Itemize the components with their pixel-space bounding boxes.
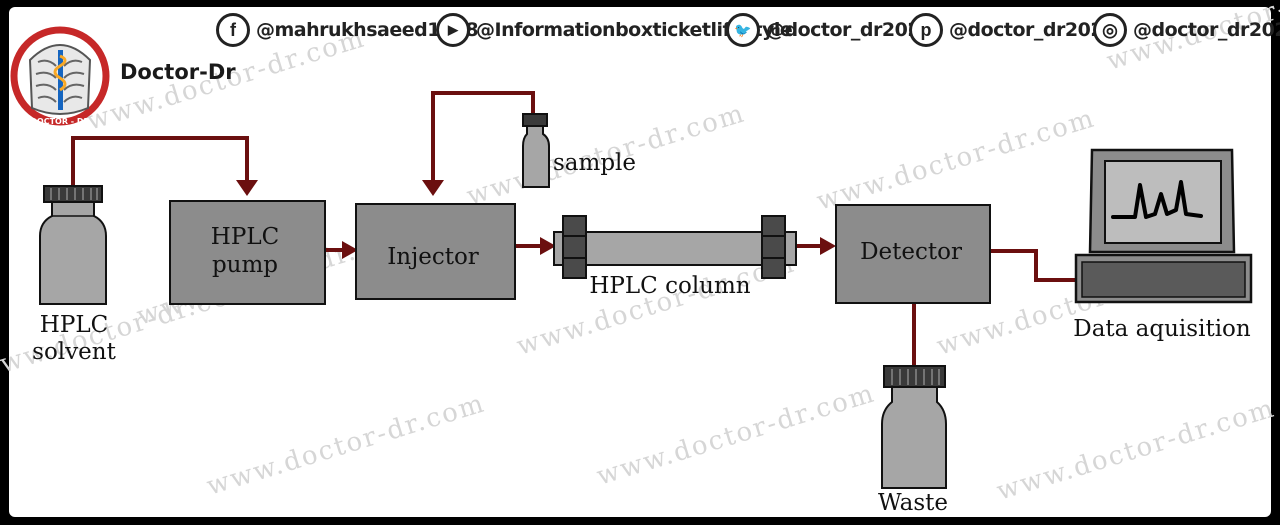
facebook-icon: f (216, 13, 250, 47)
arrowhead (342, 241, 358, 259)
youtube-handle: @Informationboxticketlifestyle (476, 19, 793, 41)
pinterest-handle: @doctor_dr2021 (949, 19, 1116, 41)
detector-label: Detector (860, 239, 962, 265)
social-youtube[interactable]: ▶ @Informationboxticketlifestyle (436, 10, 793, 50)
arrowhead (422, 180, 444, 196)
brand-logo: DOCTOR - DR (10, 26, 110, 126)
waste-label: Waste (878, 490, 948, 516)
facebook-handle: @mahrukhsaeed1998 (256, 19, 479, 41)
sample-vial (522, 113, 550, 188)
detector-to-computer-line (990, 249, 1076, 282)
injector-label: Injector (387, 244, 479, 270)
arrowhead (236, 180, 258, 196)
solvent-bottle (39, 185, 107, 305)
column-label: HPLC column (589, 273, 750, 299)
pump-label-line1: HPLC (211, 224, 279, 250)
instagram-icon: ◎ (1093, 13, 1127, 47)
pinterest-icon: p (909, 13, 943, 47)
twitter-icon: 🐦 (726, 13, 760, 47)
logo-ring-text: DOCTOR - DR (30, 117, 89, 126)
brand-name: Doctor-Dr (120, 60, 236, 84)
youtube-icon: ▶ (436, 13, 470, 47)
social-facebook[interactable]: f @mahrukhsaeed1998 (216, 10, 479, 50)
instagram-handle: @doctor_dr2021 (1133, 19, 1280, 41)
tubing (71, 91, 1076, 366)
detector-box (835, 204, 991, 304)
social-pinterest[interactable]: p @doctor_dr2021 (909, 10, 1116, 50)
hplc-column (553, 215, 797, 279)
arrowhead (820, 237, 836, 255)
sample-label: sample (553, 150, 636, 176)
sample-to-injector-line (431, 91, 535, 182)
injector-box (355, 203, 516, 300)
social-instagram[interactable]: ◎ @doctor_dr2021 (1093, 10, 1280, 50)
arrowhead (540, 237, 556, 255)
waste-bottle (881, 365, 947, 489)
social-twitter[interactable]: 🐦 @doctor_dr2021 (726, 10, 933, 50)
hplc-pump-box (169, 200, 326, 305)
solvent-label-line2: solvent (32, 339, 116, 365)
data-acquisition-label: Data aquisition (1073, 316, 1251, 342)
pump-label-line2: pump (212, 252, 278, 278)
solvent-label-line1: HPLC (40, 312, 108, 338)
computer-icon (1074, 148, 1253, 304)
twitter-handle: @doctor_dr2021 (766, 19, 933, 41)
arrowheads (236, 180, 836, 259)
solvent-to-pump-line (71, 136, 249, 188)
